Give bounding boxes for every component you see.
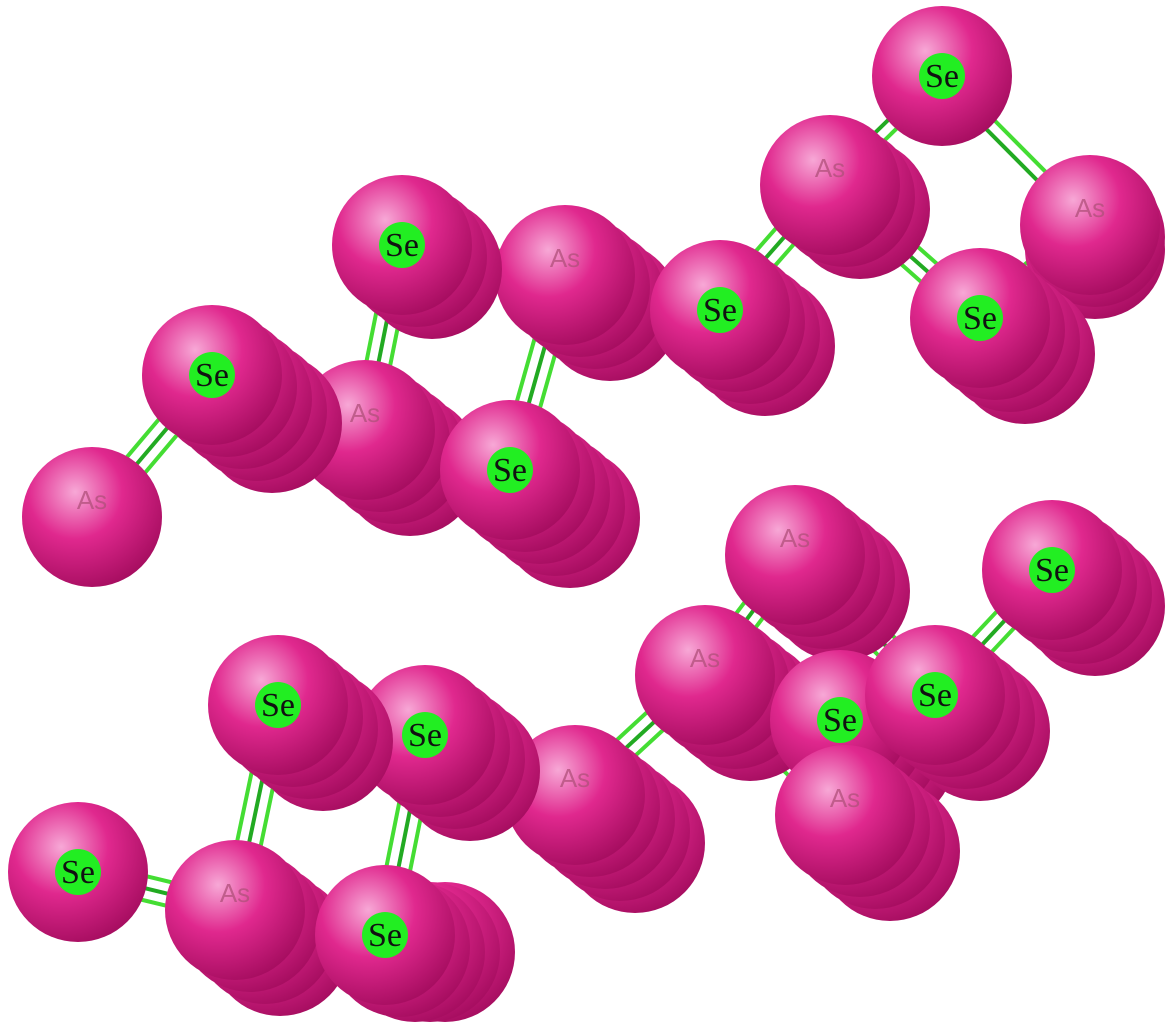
selenium-marker [1029, 547, 1075, 593]
atom-layer: SeAsAsSeAsSeSeAsAsSeSeAsSeAsSeSeAsSeAsSe… [8, 6, 1165, 1022]
selenium-marker [402, 712, 448, 758]
arsenic-atom: As [495, 205, 680, 381]
bond [980, 114, 1052, 187]
bond [121, 413, 183, 479]
selenium-marker [189, 352, 235, 398]
selenium-marker [697, 287, 743, 333]
selenium-label: Se [918, 677, 952, 714]
atom-sphere [760, 115, 900, 255]
atom-sphere [725, 485, 865, 625]
bond-line [980, 122, 1044, 187]
selenium-label: Se [408, 717, 442, 754]
selenium-atom: Se [872, 6, 1012, 146]
atom-sphere [495, 205, 635, 345]
arsenic-atom: As [760, 115, 930, 279]
selenium-marker [55, 849, 101, 895]
arsenic-atom: As [295, 360, 480, 536]
selenium-label: Se [368, 917, 402, 954]
bond-line [383, 793, 404, 873]
arsenic-label: As [560, 763, 590, 793]
arsenic-label: As [1075, 193, 1105, 223]
selenium-label: Se [963, 300, 997, 337]
atom-sphere [775, 745, 915, 885]
bond-line [234, 762, 256, 848]
atom-sphere [22, 447, 162, 587]
selenium-atom: Se [982, 500, 1165, 676]
arsenic-atom: As [165, 840, 350, 1016]
selenium-marker [957, 295, 1003, 341]
atom-sphere [1020, 155, 1160, 295]
bond-line [121, 413, 165, 464]
arsenic-label: As [220, 878, 250, 908]
selenium-marker [817, 697, 863, 743]
bond-line [130, 421, 174, 471]
selenium-marker [487, 447, 533, 493]
selenium-atom: Se [208, 635, 393, 811]
selenium-label: Se [61, 854, 95, 891]
arsenic-label: As [550, 243, 580, 273]
bond-line [967, 605, 1003, 643]
selenium-label: Se [195, 357, 229, 394]
selenium-label: Se [1035, 552, 1069, 589]
selenium-atom: Se [650, 240, 835, 416]
bond-line [750, 222, 782, 257]
selenium-label: Se [261, 687, 295, 724]
selenium-label: Se [385, 227, 419, 264]
selenium-marker [919, 53, 965, 99]
arsenic-label: As [690, 643, 720, 673]
bond-line [611, 706, 653, 746]
arsenic-atom: As [505, 725, 705, 913]
selenium-atom: Se [8, 802, 148, 942]
arsenic-label: As [830, 783, 860, 813]
selenium-label: Se [493, 452, 527, 489]
selenium-atom: Se [315, 865, 515, 1022]
bond-line [988, 114, 1052, 179]
selenium-atom: Se [865, 625, 1050, 801]
bond-line [619, 715, 661, 755]
arsenic-label: As [815, 153, 845, 183]
arsenic-atom: As [775, 745, 960, 921]
atom-sphere [505, 725, 645, 865]
selenium-atom: Se [332, 175, 502, 339]
arsenic-atom: As [1020, 155, 1165, 319]
selenium-atom: Se [355, 665, 540, 841]
bond-line [139, 428, 183, 479]
selenium-marker [912, 672, 958, 718]
arsenic-label: As [780, 523, 810, 553]
selenium-atom: Se [440, 400, 640, 588]
atom-sphere [165, 840, 305, 980]
selenium-label: Se [703, 292, 737, 329]
arsenic-atom: As [725, 485, 910, 661]
selenium-marker [255, 682, 301, 728]
selenium-label: Se [925, 58, 959, 95]
selenium-atom: Se [910, 248, 1095, 424]
bond-line [513, 330, 539, 408]
arsenic-label: As [77, 485, 107, 515]
bond-line [363, 303, 381, 368]
selenium-atom: Se [142, 305, 342, 493]
arsenic-atom: As [22, 447, 162, 587]
atom-sphere [635, 605, 775, 745]
arsenic-label: As [350, 398, 380, 428]
selenium-label: Se [823, 702, 857, 739]
selenium-marker [362, 912, 408, 958]
selenium-marker [379, 222, 425, 268]
